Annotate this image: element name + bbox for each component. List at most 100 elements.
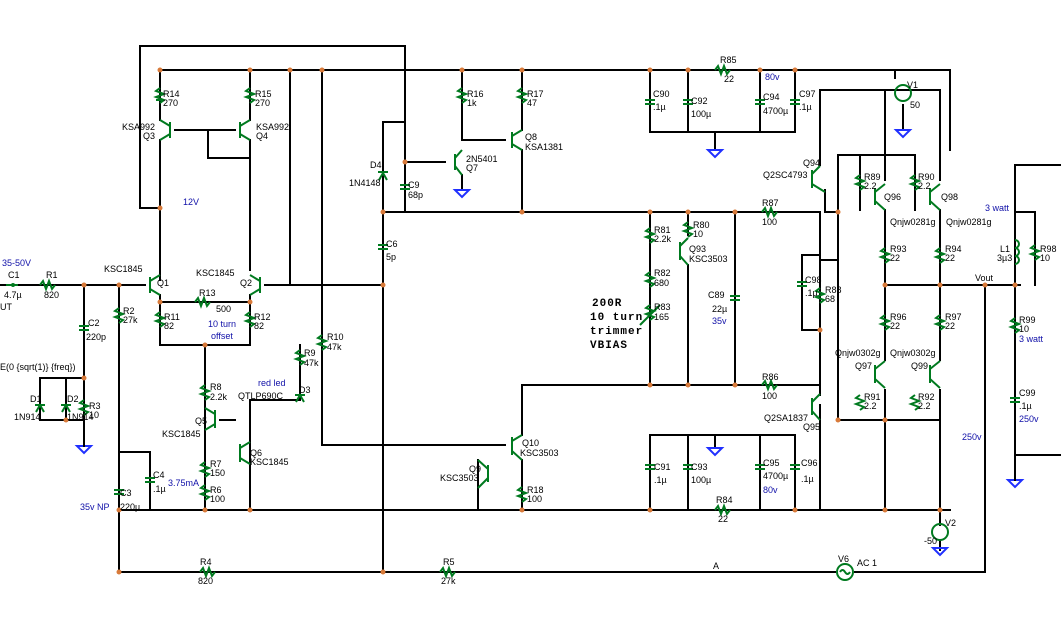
resistor-icon <box>515 87 529 104</box>
label: C91 <box>654 462 671 472</box>
label: R18 <box>527 485 544 495</box>
label: 10 <box>1019 324 1029 334</box>
resistor-icon <box>933 314 947 331</box>
label: KSC1845 <box>104 264 143 274</box>
label: Q7 <box>466 163 478 173</box>
label: 270 <box>163 98 178 108</box>
label: R83 <box>654 302 671 312</box>
label: 100 <box>527 494 542 504</box>
label: Q6 <box>250 448 262 458</box>
label: KSA992 <box>122 122 155 132</box>
label: 680 <box>654 278 669 288</box>
label: 80v <box>763 485 778 495</box>
label: Q5 <box>195 416 207 426</box>
resistor-icon <box>515 486 529 503</box>
label: 150 <box>210 468 225 478</box>
transistor-icon <box>204 407 216 431</box>
label: 5p <box>386 252 396 262</box>
label: 68 <box>825 294 835 304</box>
label: 1N914 <box>14 412 41 422</box>
label: Q2SA1837 <box>764 413 808 423</box>
label: R7 <box>210 459 222 469</box>
label: 22 <box>724 74 734 84</box>
transistor-icon <box>454 149 463 176</box>
label: 100µ <box>691 475 711 485</box>
resistor-icon <box>643 271 657 288</box>
label: R8 <box>210 382 222 392</box>
label: 22 <box>890 253 900 263</box>
resistor-icon <box>153 311 167 328</box>
label: Q9 <box>469 464 481 474</box>
diode-icon <box>61 402 71 413</box>
label: C96 <box>801 458 818 468</box>
label: Q96 <box>884 192 901 202</box>
label: D1 <box>30 394 42 404</box>
label: R5 <box>443 557 455 567</box>
resistor-icon <box>39 278 56 292</box>
label: R96 <box>890 312 907 322</box>
label: C2 <box>88 318 100 328</box>
voltage-source-icon <box>894 84 912 102</box>
label: R98 <box>1040 244 1057 254</box>
label: C98 <box>805 275 822 285</box>
label: Vout <box>975 273 994 283</box>
label: R81 <box>654 225 671 235</box>
label: 165 <box>654 312 669 322</box>
resistor-icon <box>198 384 212 401</box>
ground-icon <box>705 149 725 159</box>
label: 250v <box>962 432 982 442</box>
resistor-icon <box>761 378 778 392</box>
label: KSA992 <box>256 122 289 132</box>
label: R91 <box>864 392 881 402</box>
ground-icon <box>74 445 94 455</box>
component-labels: R14 270 KSA992 Q3 R15 270 KSA992 Q4 12V … <box>0 55 1057 586</box>
label: R16 <box>467 89 484 99</box>
transistor-icon <box>874 360 886 389</box>
resistor-icon <box>813 287 827 304</box>
label: UT <box>0 302 12 312</box>
resistor-icon <box>908 174 922 191</box>
label: 10 <box>89 410 99 420</box>
label: QTLP690C <box>238 391 284 401</box>
label: 4700µ <box>763 471 788 481</box>
label: Q95 <box>803 422 820 432</box>
label: Qnjw0302g <box>835 348 881 358</box>
label: 68p <box>408 190 423 200</box>
label: Q8 <box>525 132 537 142</box>
ground-icon <box>705 447 725 457</box>
label: KSC3503 <box>689 254 728 264</box>
transistor-icon <box>239 441 251 465</box>
label: .1µ <box>805 288 818 298</box>
ground-icon <box>1005 479 1025 489</box>
label: Q97 <box>855 361 872 371</box>
label: R89 <box>864 172 881 182</box>
label: C93 <box>691 462 708 472</box>
label: 35v NP <box>80 502 110 512</box>
label: 10 turn <box>208 319 236 329</box>
resistor-icon <box>714 503 731 517</box>
label: Q2SC4793 <box>763 170 808 180</box>
trimmer-note: 200R <box>592 298 622 310</box>
label: R2 <box>123 306 135 316</box>
label: .1µ <box>654 475 667 485</box>
label: .1µ <box>1019 401 1032 411</box>
transistor-icon <box>679 237 689 266</box>
label: L1 <box>1000 244 1010 254</box>
label: 80v <box>765 72 780 82</box>
label: 220µ <box>120 502 140 512</box>
ground-icon <box>452 189 472 199</box>
label: Q2 <box>240 278 252 288</box>
label: Q1 <box>157 278 169 288</box>
label: 250v <box>1019 414 1039 424</box>
inductor-icon <box>1014 239 1020 265</box>
label: 500 <box>216 304 231 314</box>
label: 2N5401 <box>466 154 498 164</box>
label: R99 <box>1019 315 1036 325</box>
label: 27k <box>441 576 456 586</box>
label: -50 <box>924 536 937 546</box>
label: D2 <box>67 394 79 404</box>
label: R6 <box>210 485 222 495</box>
label: V6 <box>838 554 849 564</box>
ground-icon <box>930 547 950 557</box>
transistor-icon <box>811 393 821 421</box>
